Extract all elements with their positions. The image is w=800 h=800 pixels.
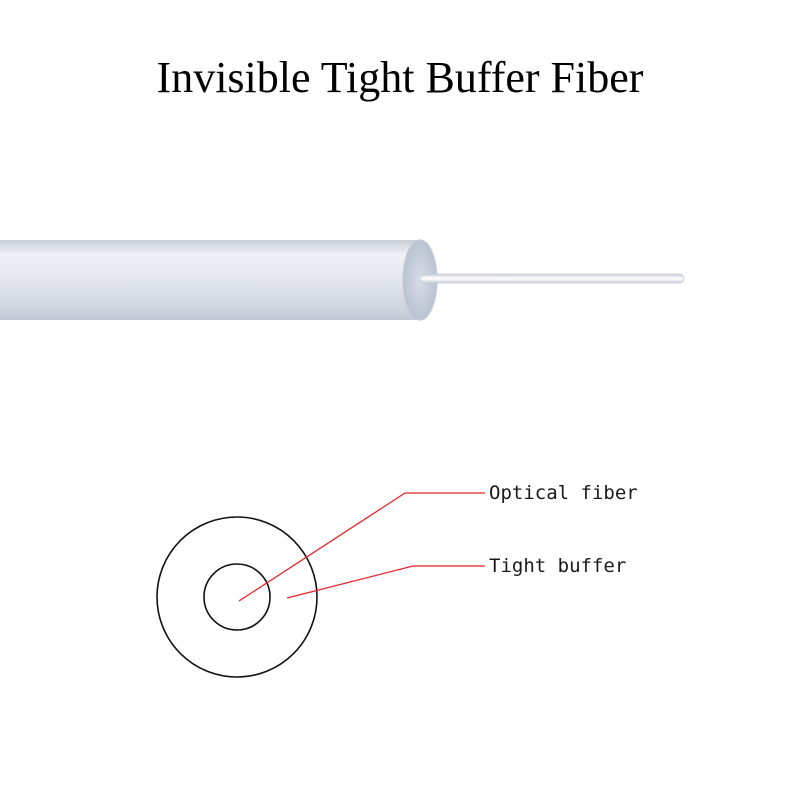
cable-side-view bbox=[0, 239, 685, 321]
optical-fiber-strand bbox=[419, 273, 685, 284]
tight-buffer-label: Tight buffer bbox=[489, 555, 626, 577]
tight-buffer-leader bbox=[286, 565, 485, 599]
optical-fiber-circle bbox=[203, 563, 271, 631]
cross-section-view bbox=[156, 516, 318, 678]
optical-fiber-leader bbox=[238, 492, 485, 602]
diagram-title: Invisible Tight Buffer Fiber bbox=[156, 53, 644, 102]
optical-fiber-label: Optical fiber bbox=[489, 482, 638, 504]
tight-buffer-jacket bbox=[0, 240, 420, 320]
tight-buffer-outer-circle bbox=[156, 516, 318, 678]
leader-lines bbox=[238, 492, 485, 602]
